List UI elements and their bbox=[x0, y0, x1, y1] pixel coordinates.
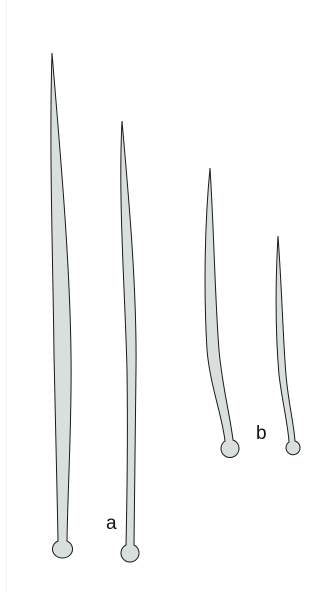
spicule-2 bbox=[121, 121, 139, 562]
spicule-1 bbox=[51, 53, 73, 558]
spicule-4 bbox=[276, 236, 300, 455]
label-a: a bbox=[106, 514, 117, 533]
label-b: b bbox=[256, 424, 267, 443]
spicule-3 bbox=[205, 168, 239, 457]
